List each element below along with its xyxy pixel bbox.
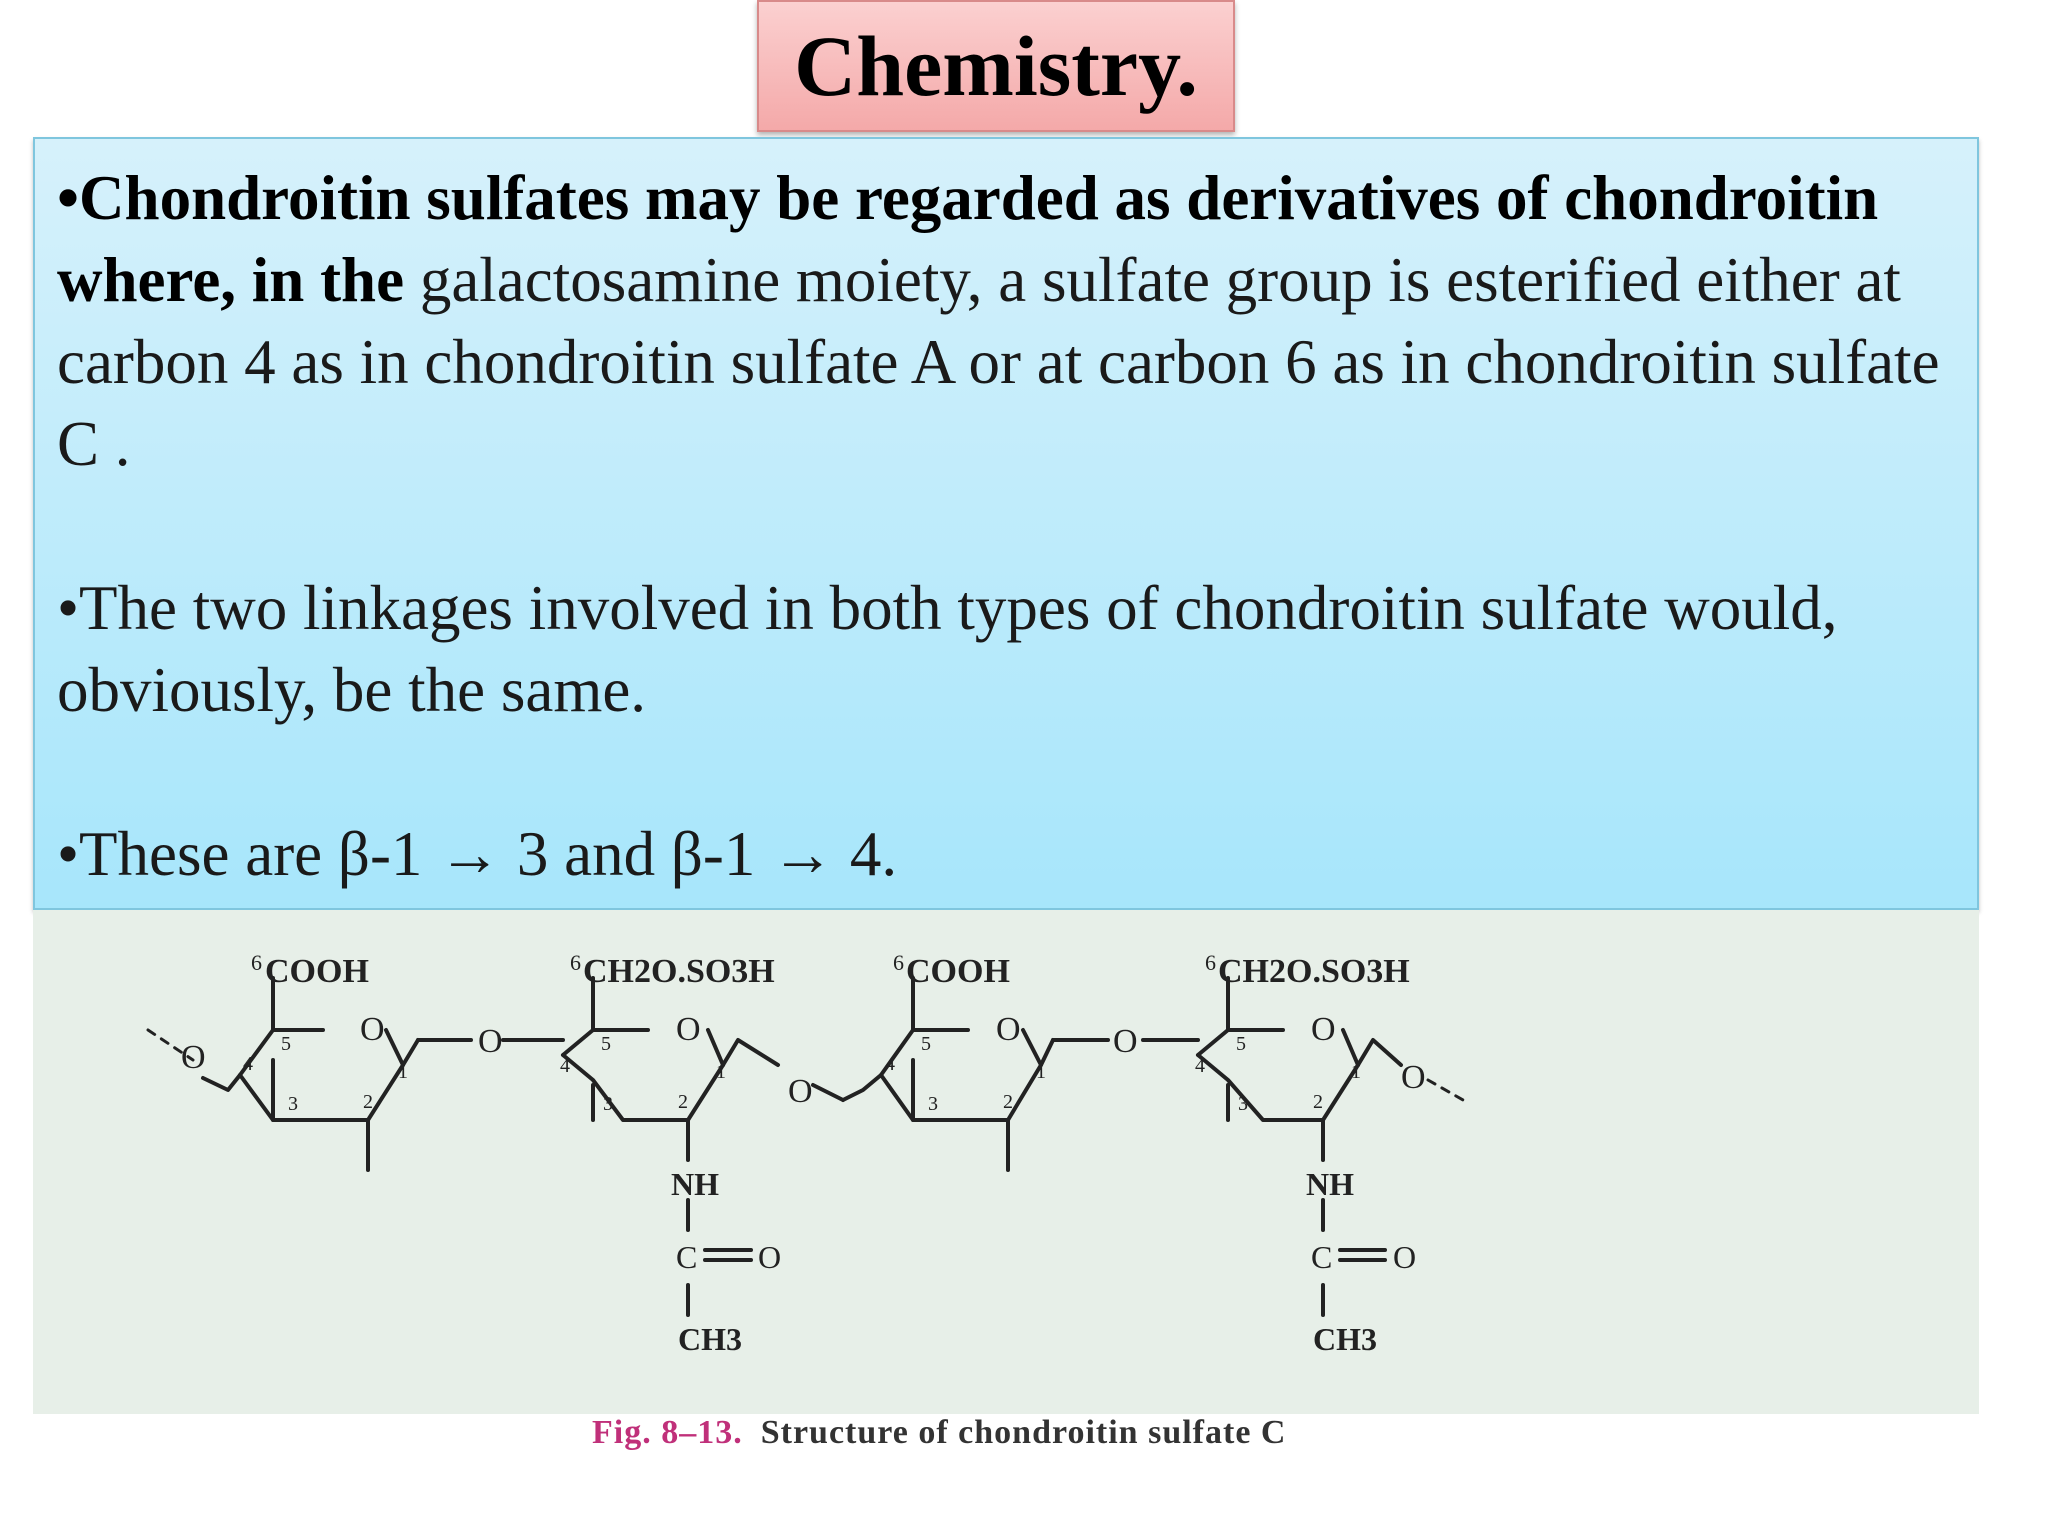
- unit3-c5: 5: [921, 1033, 931, 1055]
- unit1-ring-oxygen: O: [360, 1011, 385, 1048]
- unit2-nh: NH: [671, 1166, 719, 1202]
- paragraph-linkages: •The two linkages involved in both types…: [57, 573, 1838, 725]
- unit1-c1: 1: [398, 1061, 408, 1083]
- content-box: •Chondroitin sulfates may be regarded as…: [33, 137, 1979, 910]
- figure-caption-text: Structure of chondroitin sulfate C: [760, 1414, 1287, 1451]
- unit1-leading-oxygen: O: [181, 1039, 206, 1076]
- unit1-c4: 4: [243, 1053, 253, 1075]
- unit4-c1: 1: [1351, 1061, 1361, 1083]
- unit2-methyl: CH3: [678, 1321, 742, 1357]
- unit4-c3: 3: [1238, 1093, 1248, 1115]
- unit3-group-sup: 6: [893, 950, 904, 975]
- paragraph-chondroitin-sulfates: •Chondroitin sulfates may be regarded as…: [57, 157, 1955, 485]
- figure-caption-number: Fig. 8–13.: [592, 1414, 743, 1451]
- figure-caption: Fig. 8–13. Structure of chondroitin sulfa…: [592, 1414, 1286, 1464]
- unit2-c1: 1: [716, 1061, 726, 1083]
- unit4-c2: 2: [1313, 1091, 1323, 1113]
- unit4-carbonyl-c: C: [1311, 1239, 1332, 1275]
- unit2-group: CH2O.SO3H: [583, 953, 775, 990]
- unit1-c3: 3: [288, 1093, 298, 1115]
- unit1-c5: 5: [281, 1033, 291, 1055]
- unit4-c4: 4: [1195, 1055, 1205, 1077]
- unit2-c4: 4: [560, 1055, 570, 1077]
- chondroitin-structure-diagram: 6 COOH O O 5 4 3 2 1 O 6 CH2O.SO3H O 5 4…: [146, 950, 1465, 1357]
- unit3-c1: 1: [1036, 1061, 1046, 1083]
- unit2-c5: 5: [601, 1033, 611, 1055]
- unit2-c2: 2: [678, 1091, 688, 1113]
- paragraph1-rest-text: galactosamine moiety, a sulfate group is…: [57, 245, 1940, 479]
- unit4-group: CH2O.SO3H: [1218, 953, 1410, 990]
- unit4-carbonyl-o: O: [1393, 1239, 1416, 1275]
- unit3-c4: 4: [885, 1053, 895, 1075]
- unit4-c5: 5: [1236, 1033, 1246, 1055]
- unit4-nh: NH: [1306, 1166, 1354, 1202]
- unit4-methyl: CH3: [1313, 1321, 1377, 1357]
- unit2-c3: 3: [603, 1093, 613, 1115]
- trailing-oxygen: O: [1401, 1059, 1426, 1096]
- slide-title: Chemistry.: [794, 18, 1198, 114]
- unit3-group: COOH: [906, 953, 1010, 990]
- bridge-oxygen-1: O: [478, 1023, 503, 1060]
- bridge-oxygen-3: O: [1113, 1023, 1138, 1060]
- unit3-c2: 2: [1003, 1091, 1013, 1113]
- structure-figure: 6 COOH O O 5 4 3 2 1 O 6 CH2O.SO3H O 5 4…: [33, 910, 1979, 1414]
- unit1-group-sup: 6: [251, 950, 262, 975]
- unit2-carbonyl-c: C: [676, 1239, 697, 1275]
- unit1-group: COOH: [265, 953, 369, 990]
- unit3-c3: 3: [928, 1093, 938, 1115]
- unit4-ring-oxygen: O: [1311, 1011, 1336, 1048]
- paragraph1-bold-text: •Chondroitin sulfates may be regarded as…: [57, 163, 1879, 315]
- slide-title-box: Chemistry.: [757, 0, 1235, 132]
- unit2-carbonyl-o: O: [758, 1239, 781, 1275]
- paragraph-beta-linkages: •These are β-1 → 3 and β-1 → 4.: [57, 819, 898, 889]
- bridge-oxygen-2: O: [788, 1073, 813, 1110]
- unit2-group-sup: 6: [570, 950, 581, 975]
- unit1-c2: 2: [363, 1091, 373, 1113]
- unit3-ring-oxygen: O: [996, 1011, 1021, 1048]
- unit4-group-sup: 6: [1205, 950, 1216, 975]
- unit2-ring-oxygen: O: [676, 1011, 701, 1048]
